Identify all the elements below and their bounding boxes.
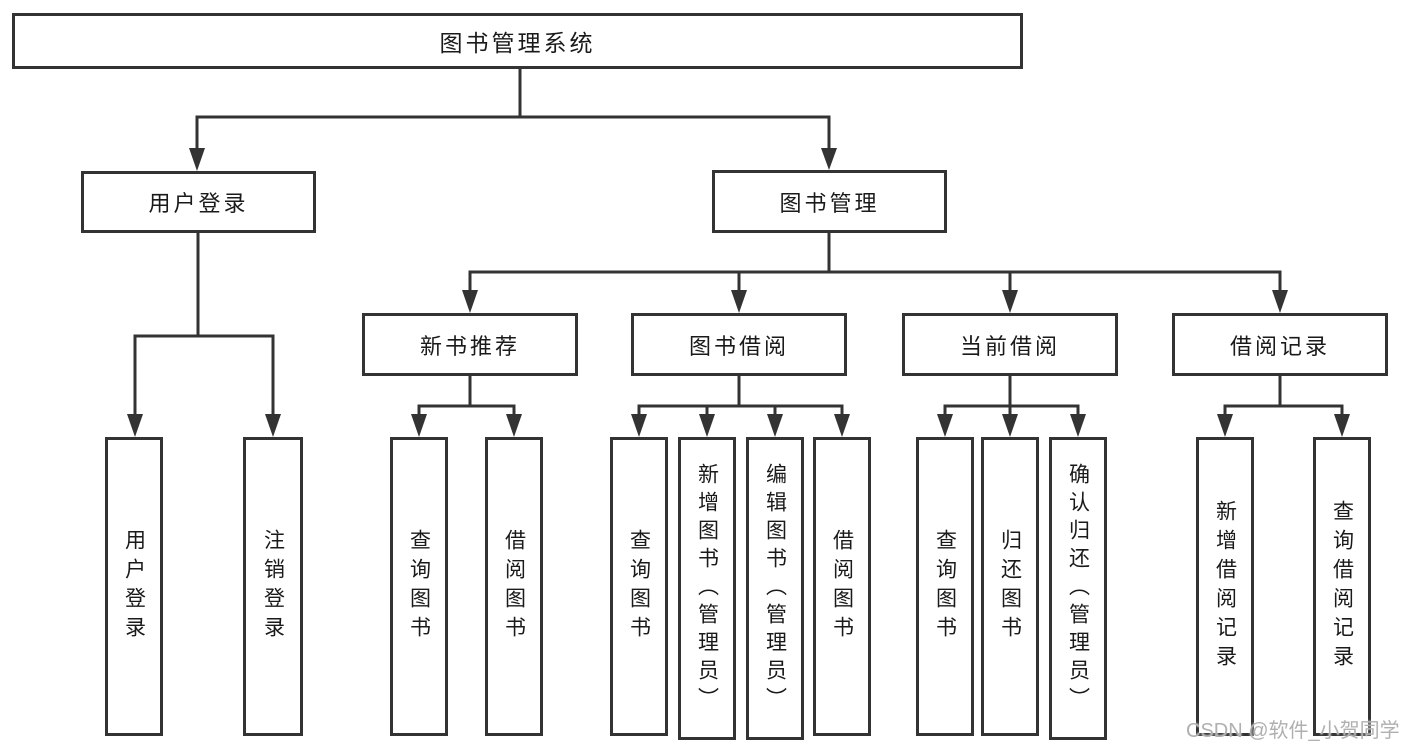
node-label: 当前借阅 xyxy=(959,333,1060,359)
leaf-return-book: 归还图书 xyxy=(981,437,1039,736)
node-borrowing-records: 借阅记录 xyxy=(1172,313,1388,376)
leaf-logout: 注销登录 xyxy=(243,437,303,736)
arrowheads xyxy=(127,148,1350,437)
arrow-down-icon xyxy=(189,148,205,171)
arrow-down-icon xyxy=(1217,414,1233,437)
arrow-down-icon xyxy=(1002,290,1018,313)
node-new-book-recommendation: 新书推荐 xyxy=(362,313,578,376)
leaf-query-books-borrow: 查询图书 xyxy=(610,437,668,736)
node-label: 注销登录 xyxy=(261,528,285,645)
arrow-down-icon xyxy=(937,414,953,437)
arrow-down-icon xyxy=(1002,414,1018,437)
connector-borrow-records-bar xyxy=(1223,404,1344,408)
node-user-login: 用户登录 xyxy=(81,171,316,233)
node-label: 新增借阅记录 xyxy=(1213,499,1237,674)
node-label: 新增图书（管理员） xyxy=(695,462,719,715)
node-label: 图书管理 xyxy=(779,190,880,216)
node-label: 编辑图书（管理员） xyxy=(763,462,787,715)
node-label: 借阅图书 xyxy=(830,528,854,645)
arrow-down-icon xyxy=(506,414,522,437)
arrow-down-icon xyxy=(821,148,837,170)
leaf-add-borrow-record: 新增借阅记录 xyxy=(1196,437,1254,736)
node-library-management-system: 图书管理系统 xyxy=(12,13,1023,69)
arrow-down-icon xyxy=(699,414,715,437)
node-label: 借阅记录 xyxy=(1229,333,1330,359)
node-label: 图书管理系统 xyxy=(439,30,596,56)
arrow-down-icon xyxy=(631,414,647,437)
node-label: 用户登录 xyxy=(122,528,146,645)
connector-book-management-bar xyxy=(468,270,1282,274)
arrow-down-icon xyxy=(127,414,143,437)
arrow-down-icon xyxy=(767,414,783,437)
leaf-edit-book-admin: 编辑图书（管理员） xyxy=(746,437,804,740)
leaf-query-books-current: 查询图书 xyxy=(916,437,974,736)
arrow-down-icon xyxy=(411,414,427,437)
leaf-borrow-books: 借阅图书 xyxy=(813,437,871,736)
leaf-query-books-recommend: 查询图书 xyxy=(390,437,448,736)
node-label: 图书借阅 xyxy=(688,333,789,359)
node-label: 查询图书 xyxy=(933,528,957,645)
node-label: 查询图书 xyxy=(407,528,431,645)
leaf-user-login: 用户登录 xyxy=(105,437,163,736)
node-label: 借阅图书 xyxy=(502,528,526,645)
arrow-down-icon xyxy=(265,414,281,437)
csdn-watermark: CSDN @软件_小贺同学 xyxy=(1186,720,1400,742)
node-label: 查询借阅记录 xyxy=(1330,499,1354,674)
arrow-down-icon xyxy=(1334,414,1350,437)
leaf-add-book-admin: 新增图书（管理员） xyxy=(678,437,736,740)
connector-book-borrow-bar xyxy=(637,404,844,408)
leaf-confirm-return-admin: 确认归还（管理员） xyxy=(1049,437,1107,740)
node-label: 查询图书 xyxy=(627,528,651,645)
node-book-management: 图书管理 xyxy=(712,170,947,233)
arrow-down-icon xyxy=(462,290,478,313)
node-book-borrowing: 图书借阅 xyxy=(631,313,847,376)
connector-current-borrow-bar xyxy=(943,404,1080,408)
leaf-borrow-books-recommend: 借阅图书 xyxy=(485,437,543,736)
arrow-down-icon xyxy=(834,414,850,437)
connector-new-book-bar xyxy=(417,404,516,408)
arrow-down-icon xyxy=(731,290,747,313)
node-current-borrowing: 当前借阅 xyxy=(902,313,1118,376)
arrow-down-icon xyxy=(1272,290,1288,313)
leaf-query-borrow-record: 查询借阅记录 xyxy=(1313,437,1371,736)
connector-user-login-bar xyxy=(133,334,275,338)
node-label: 确认归还（管理员） xyxy=(1066,462,1090,715)
node-label: 归还图书 xyxy=(998,528,1022,645)
node-label: 用户登录 xyxy=(148,191,249,216)
arrow-down-icon xyxy=(1070,414,1086,437)
node-label: 新书推荐 xyxy=(419,333,520,359)
